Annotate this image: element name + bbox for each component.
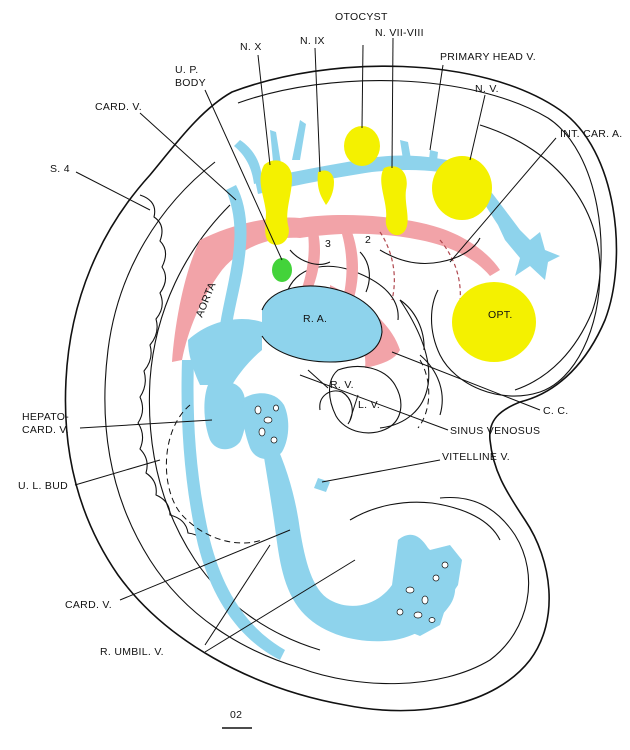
- label-vitelline-v: VITELLINE V.: [442, 451, 510, 463]
- diagram-labels: OTOCYST N. X N. IX N. VII-VIII PRIMARY H…: [18, 11, 623, 721]
- sinus-venosus-region: [188, 319, 262, 385]
- label-n-vii-viii: N. VII-VIII: [375, 27, 424, 39]
- label-sinus-venosus: SINUS VENOSUS: [450, 425, 540, 437]
- label-rv: R. V.: [330, 379, 354, 391]
- label-cc: C. C.: [543, 405, 568, 417]
- label-r-umbil-v: R. UMBIL. V.: [100, 646, 164, 658]
- label-up-body-line1: U. P.: [175, 64, 198, 76]
- nerve-vii-viii-shape: [381, 166, 408, 236]
- label-hepato-line1: HEPATO-: [22, 411, 69, 423]
- primary-head-vein: [255, 155, 472, 194]
- leader-lines: [74, 37, 557, 653]
- label-ra: R. A.: [303, 313, 327, 325]
- vein-network: [181, 120, 560, 660]
- heart-outlines: [166, 237, 481, 544]
- label-n-x: N. X: [240, 41, 262, 53]
- label-arch-3: 3: [325, 238, 331, 250]
- right-atrium: [262, 286, 382, 362]
- label-int-car-a: INT. CAR. A.: [560, 128, 623, 140]
- aorta-vessel: [172, 217, 300, 362]
- label-ul-bud: U. L. BUD: [18, 480, 68, 492]
- label-arch-2: 2: [365, 234, 371, 246]
- label-n-ix: N. IX: [300, 35, 325, 47]
- optic-vesicle: [452, 282, 536, 362]
- arch-2-artery: [342, 232, 358, 305]
- label-card-v-bottom: CARD. V.: [65, 599, 112, 611]
- arch-1-dashed: [379, 231, 395, 301]
- label-lv: L. V.: [358, 399, 380, 411]
- nerve-v-shape: [432, 156, 492, 220]
- label-primary-head-v: PRIMARY HEAD V.: [440, 51, 536, 63]
- otocyst-shape: [344, 126, 380, 166]
- yellow-structures: [260, 126, 536, 362]
- label-hepato-line2: CARD. V.: [22, 424, 69, 436]
- label-s4: S. 4: [50, 163, 70, 175]
- nerve-x-shape: [260, 160, 292, 245]
- label-otocyst: OTOCYST: [335, 11, 388, 23]
- label-n-v: N. V.: [475, 83, 499, 95]
- plexus-holes: [254, 404, 449, 623]
- label-opt: OPT.: [488, 309, 513, 321]
- embryo-outline: [64, 65, 618, 712]
- label-card-v-top: CARD. V.: [95, 101, 142, 113]
- nerve-ix-shape: [317, 170, 334, 205]
- label-scale: 02: [230, 709, 242, 721]
- cardinal-vein-upper: [220, 185, 247, 325]
- hepato-cardiac-vein: [204, 381, 247, 450]
- internal-carotid-artery: [300, 215, 500, 276]
- label-up-body-line2: BODY: [175, 77, 206, 89]
- cardinal-vein-lower: [181, 360, 285, 660]
- arch-3-artery: [302, 232, 320, 290]
- up-body-shape: [272, 258, 292, 282]
